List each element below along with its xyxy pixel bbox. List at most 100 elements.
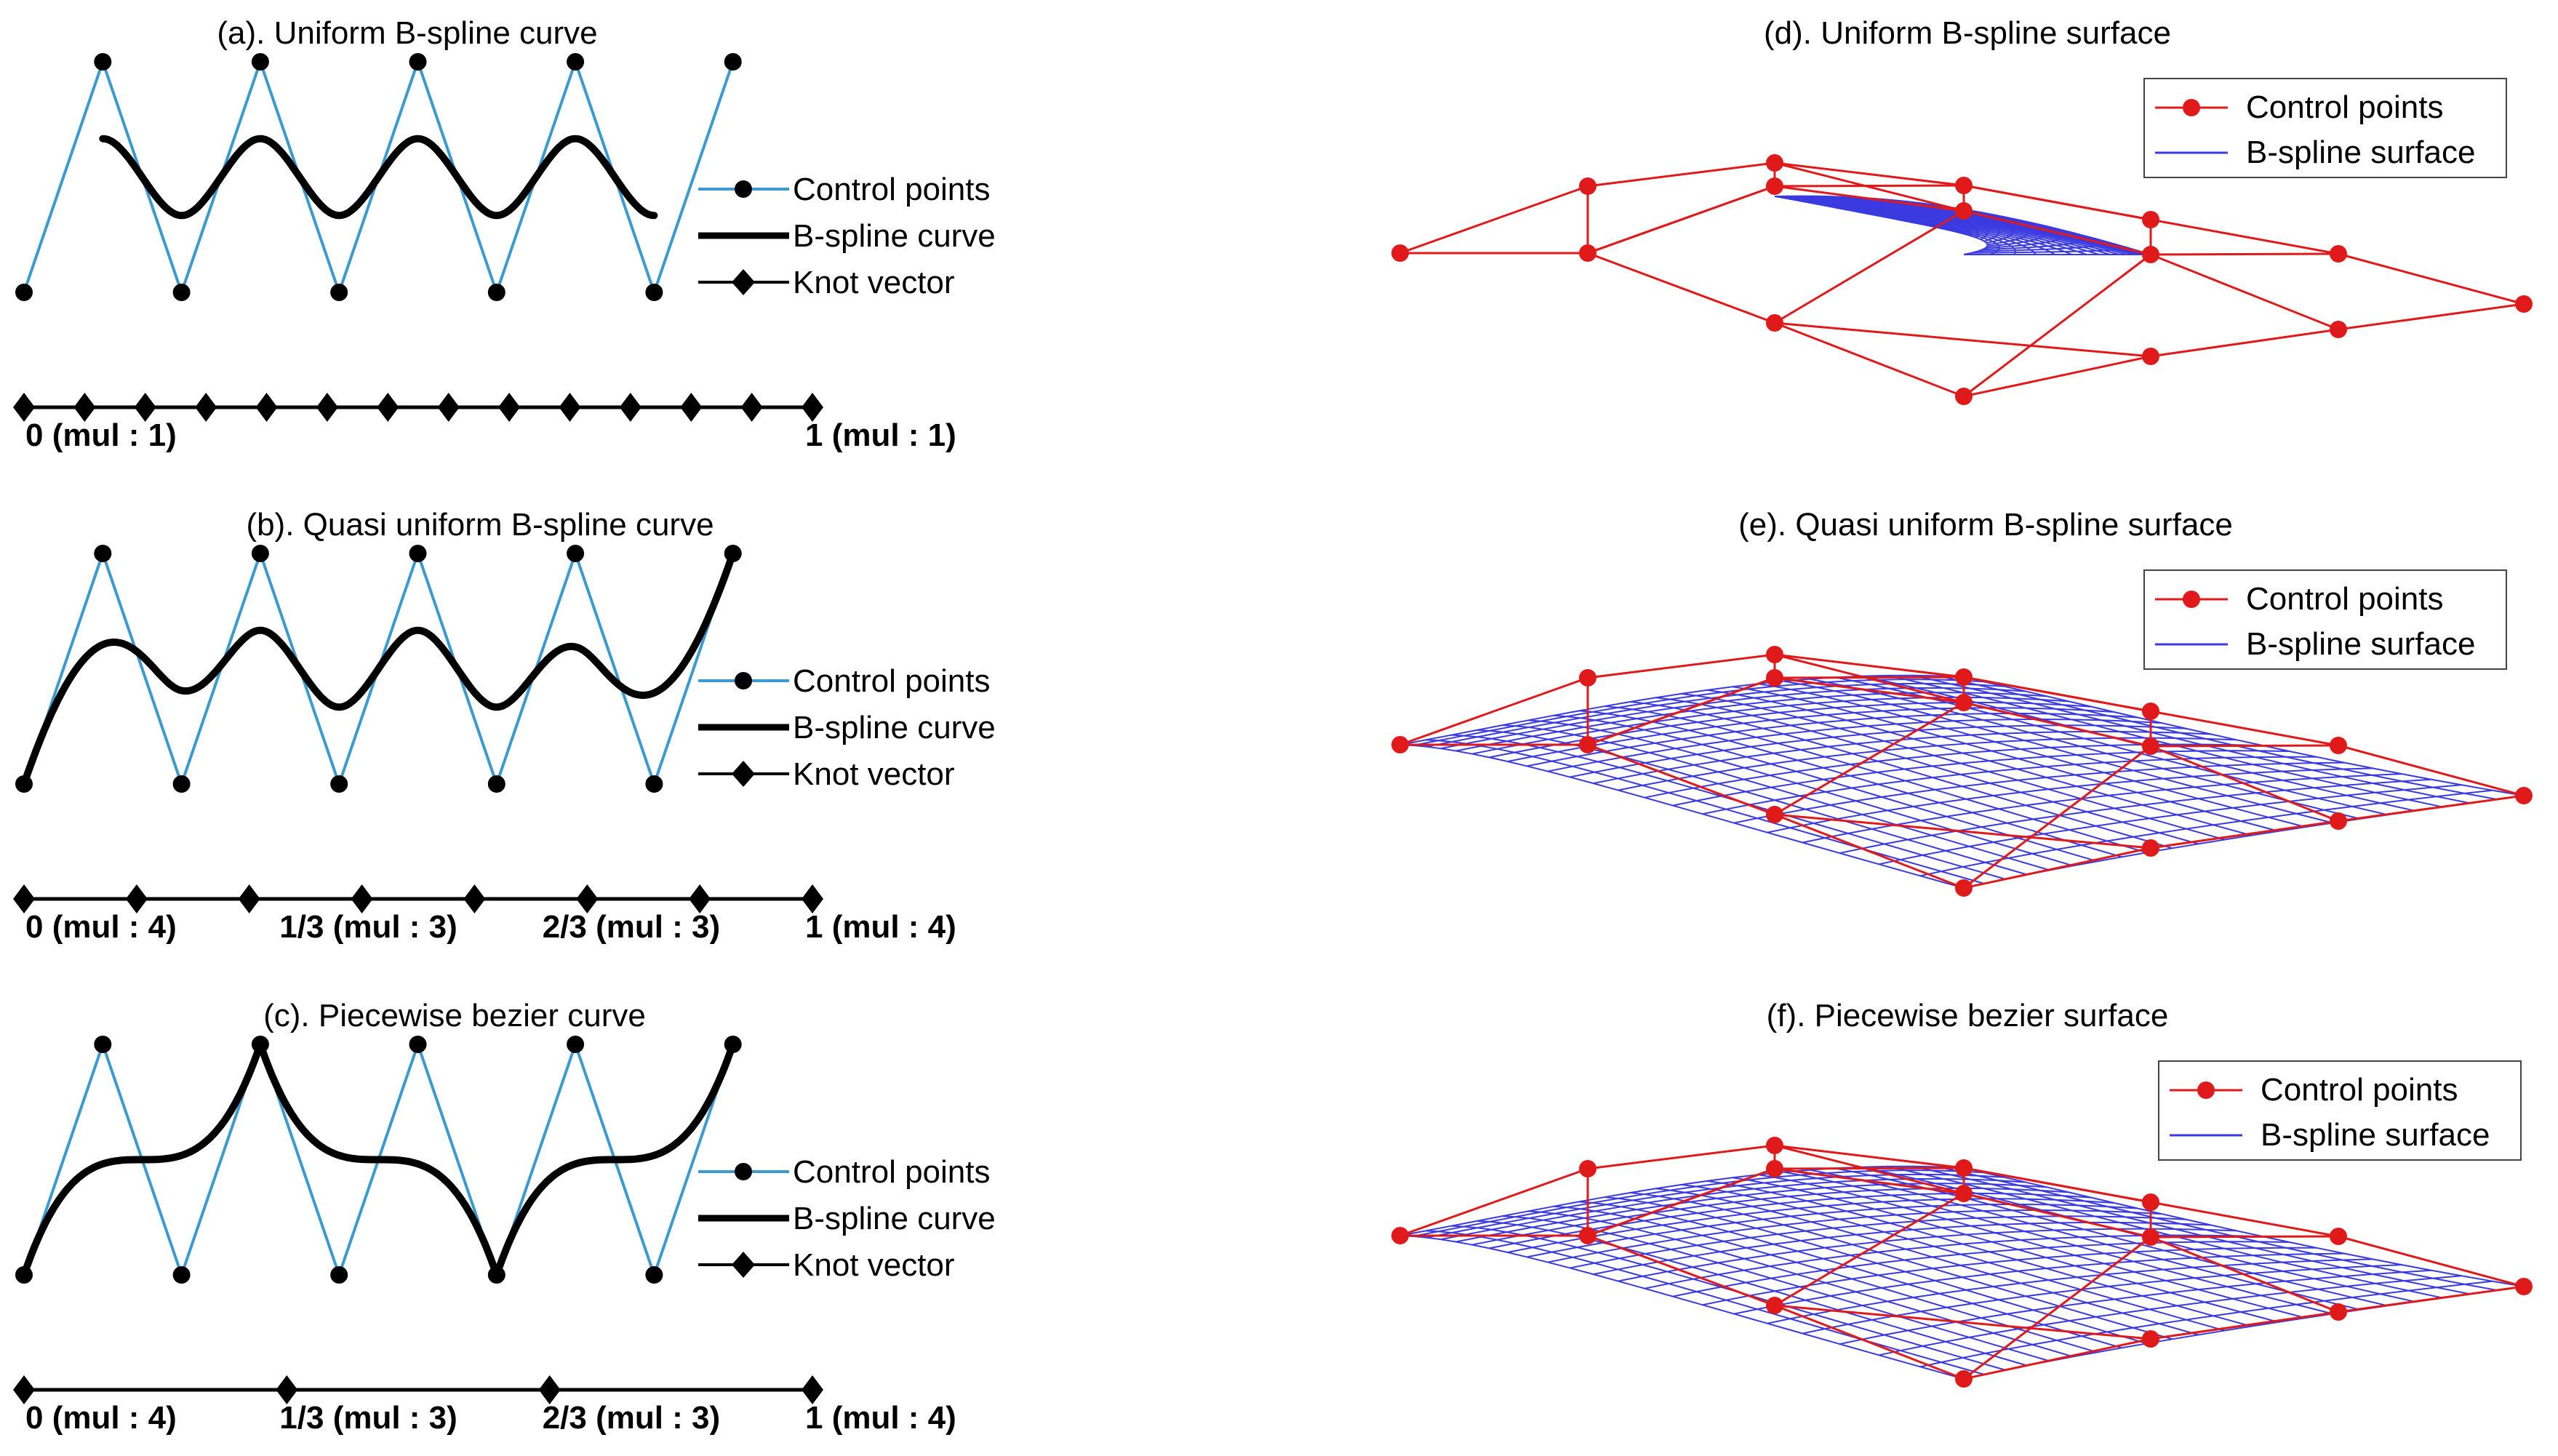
control-net-point <box>2142 246 2159 263</box>
control-point <box>172 1266 191 1284</box>
panel-a-title: (a). Uniform B-spline curve <box>217 15 597 51</box>
control-point <box>724 53 742 71</box>
surface-mesh-line <box>1733 1252 2345 1315</box>
knot-marker <box>238 884 260 913</box>
control-net-line <box>1963 253 2151 398</box>
legend-marker-red-dot-icon <box>2183 591 2200 608</box>
knot-marker <box>463 884 486 913</box>
control-point <box>330 775 348 793</box>
surface-mesh-line <box>1879 1275 2462 1356</box>
control-point <box>15 284 33 301</box>
surface-mesh-line <box>1706 1180 2252 1327</box>
control-point <box>487 284 505 301</box>
knot-label: 0 (mul : 1) <box>25 417 177 453</box>
legend-bspline-surface-label: B-spline surface <box>2246 135 2475 170</box>
surface-mesh-line <box>1831 206 2111 255</box>
control-net-point <box>1766 806 1783 823</box>
control-point <box>251 53 269 71</box>
control-net-point <box>2142 1193 2159 1211</box>
legend-knot-vector-label: Knot vector <box>793 756 955 792</box>
control-net-line <box>2150 252 2339 256</box>
surface-mesh-line <box>1733 761 2345 824</box>
knot-marker <box>802 1375 823 1404</box>
panel-f-piecewise-bezier-surface: (f). Piecewise bezier surface Control po… <box>1391 998 2533 1388</box>
control-net-point <box>1955 668 1973 686</box>
control-net-line <box>2150 1235 2339 1239</box>
control-point <box>94 53 112 71</box>
control-net-line <box>1587 163 1776 255</box>
control-point <box>409 545 427 562</box>
surface-mesh-line <box>1732 686 2279 832</box>
surface-mesh-line <box>1809 678 2361 820</box>
legend-control-points-label: Control points <box>793 172 990 207</box>
knot-marker <box>576 884 599 913</box>
knot-label: 2/3 (mul : 3) <box>543 1400 721 1436</box>
panel-b-quasi-uniform-bspline-curve: (b). Quasi uniform B-spline curve Contro… <box>13 507 996 945</box>
control-net-point <box>1766 177 1783 195</box>
knot-marker <box>13 1375 35 1404</box>
control-net-point <box>2515 295 2533 313</box>
surface-mesh-line <box>1987 220 2046 247</box>
control-net-point <box>2142 348 2159 365</box>
control-point <box>487 1266 505 1284</box>
legend-marker-diamond-icon <box>732 269 755 295</box>
control-net-point <box>1955 879 1973 897</box>
surface-mesh-line <box>1783 680 2333 824</box>
control-point <box>645 775 663 793</box>
surface-mesh-line <box>1890 217 1989 255</box>
surface-mesh-line <box>1839 778 2432 855</box>
knot-label: 2/3 (mul : 3) <box>543 909 721 945</box>
control-net-point <box>1955 1159 1973 1177</box>
knot-marker <box>680 393 703 422</box>
surface-mesh-line <box>1706 689 2252 836</box>
control-net-point <box>1766 1297 1783 1314</box>
control-net-point <box>1391 244 1409 262</box>
control-point <box>724 1036 742 1053</box>
control-net-point <box>1391 1227 1409 1244</box>
control-net-line <box>1963 1236 2151 1380</box>
knot-marker <box>13 393 35 422</box>
legend-f: Control points B-spline surface <box>2158 1060 2522 1161</box>
legend-knot-vector-label: Knot vector <box>793 1247 955 1283</box>
legend-bspline-curve-label: B-spline curve <box>793 1201 996 1236</box>
surface-mesh-line <box>1758 1174 2306 1319</box>
knot-marker <box>498 393 521 422</box>
surface-mesh-line <box>1767 767 2373 833</box>
surface-mesh-line <box>1702 1247 2317 1306</box>
surface-plot-f <box>1391 1137 2533 1388</box>
control-point <box>94 545 112 562</box>
control-net-point <box>1766 669 1783 687</box>
surface-mesh-line <box>1879 784 2462 865</box>
knot-marker <box>689 884 711 913</box>
panel-f-title: (f). Piecewise bezier surface <box>1767 998 2169 1033</box>
curve-plot-a <box>15 53 742 301</box>
legend-e: Control points B-spline surface <box>2143 569 2507 670</box>
legend-control-points-label: Control points <box>2246 581 2443 617</box>
control-point <box>567 1036 585 1053</box>
control-point <box>645 284 663 301</box>
control-net-point <box>1955 177 1973 194</box>
surface-mesh <box>1399 1165 2525 1380</box>
knot-label: 1 (mul : 4) <box>805 909 956 945</box>
surface-mesh-line <box>1672 750 2290 807</box>
surface-mesh-line <box>1758 683 2306 828</box>
control-point <box>567 545 585 562</box>
control-point <box>330 284 348 301</box>
bspline-curve <box>20 550 737 788</box>
knot-marker <box>538 1375 561 1404</box>
surface-mesh-line <box>1732 1177 2279 1323</box>
surface-mesh-line <box>1783 1171 2333 1315</box>
control-point <box>645 1266 663 1284</box>
legend-marker-red-dot-icon <box>2197 1081 2215 1099</box>
control-net-line <box>1962 1167 2152 1237</box>
knot-marker <box>740 393 763 422</box>
surface-mesh-line <box>1963 676 2525 796</box>
surface-mesh-line <box>1767 1258 2373 1324</box>
control-net-point <box>1766 1160 1783 1177</box>
knot-marker <box>276 1375 298 1404</box>
control-net-line <box>1400 252 2525 398</box>
control-net-point <box>1391 736 1409 753</box>
panel-e-quasi-uniform-bspline-surface: (e). Quasi uniform B-spline surface Cont… <box>1391 507 2533 897</box>
legend-control-points-label: Control points <box>2261 1072 2458 1108</box>
legend-bspline-curve-label: B-spline curve <box>793 218 996 254</box>
